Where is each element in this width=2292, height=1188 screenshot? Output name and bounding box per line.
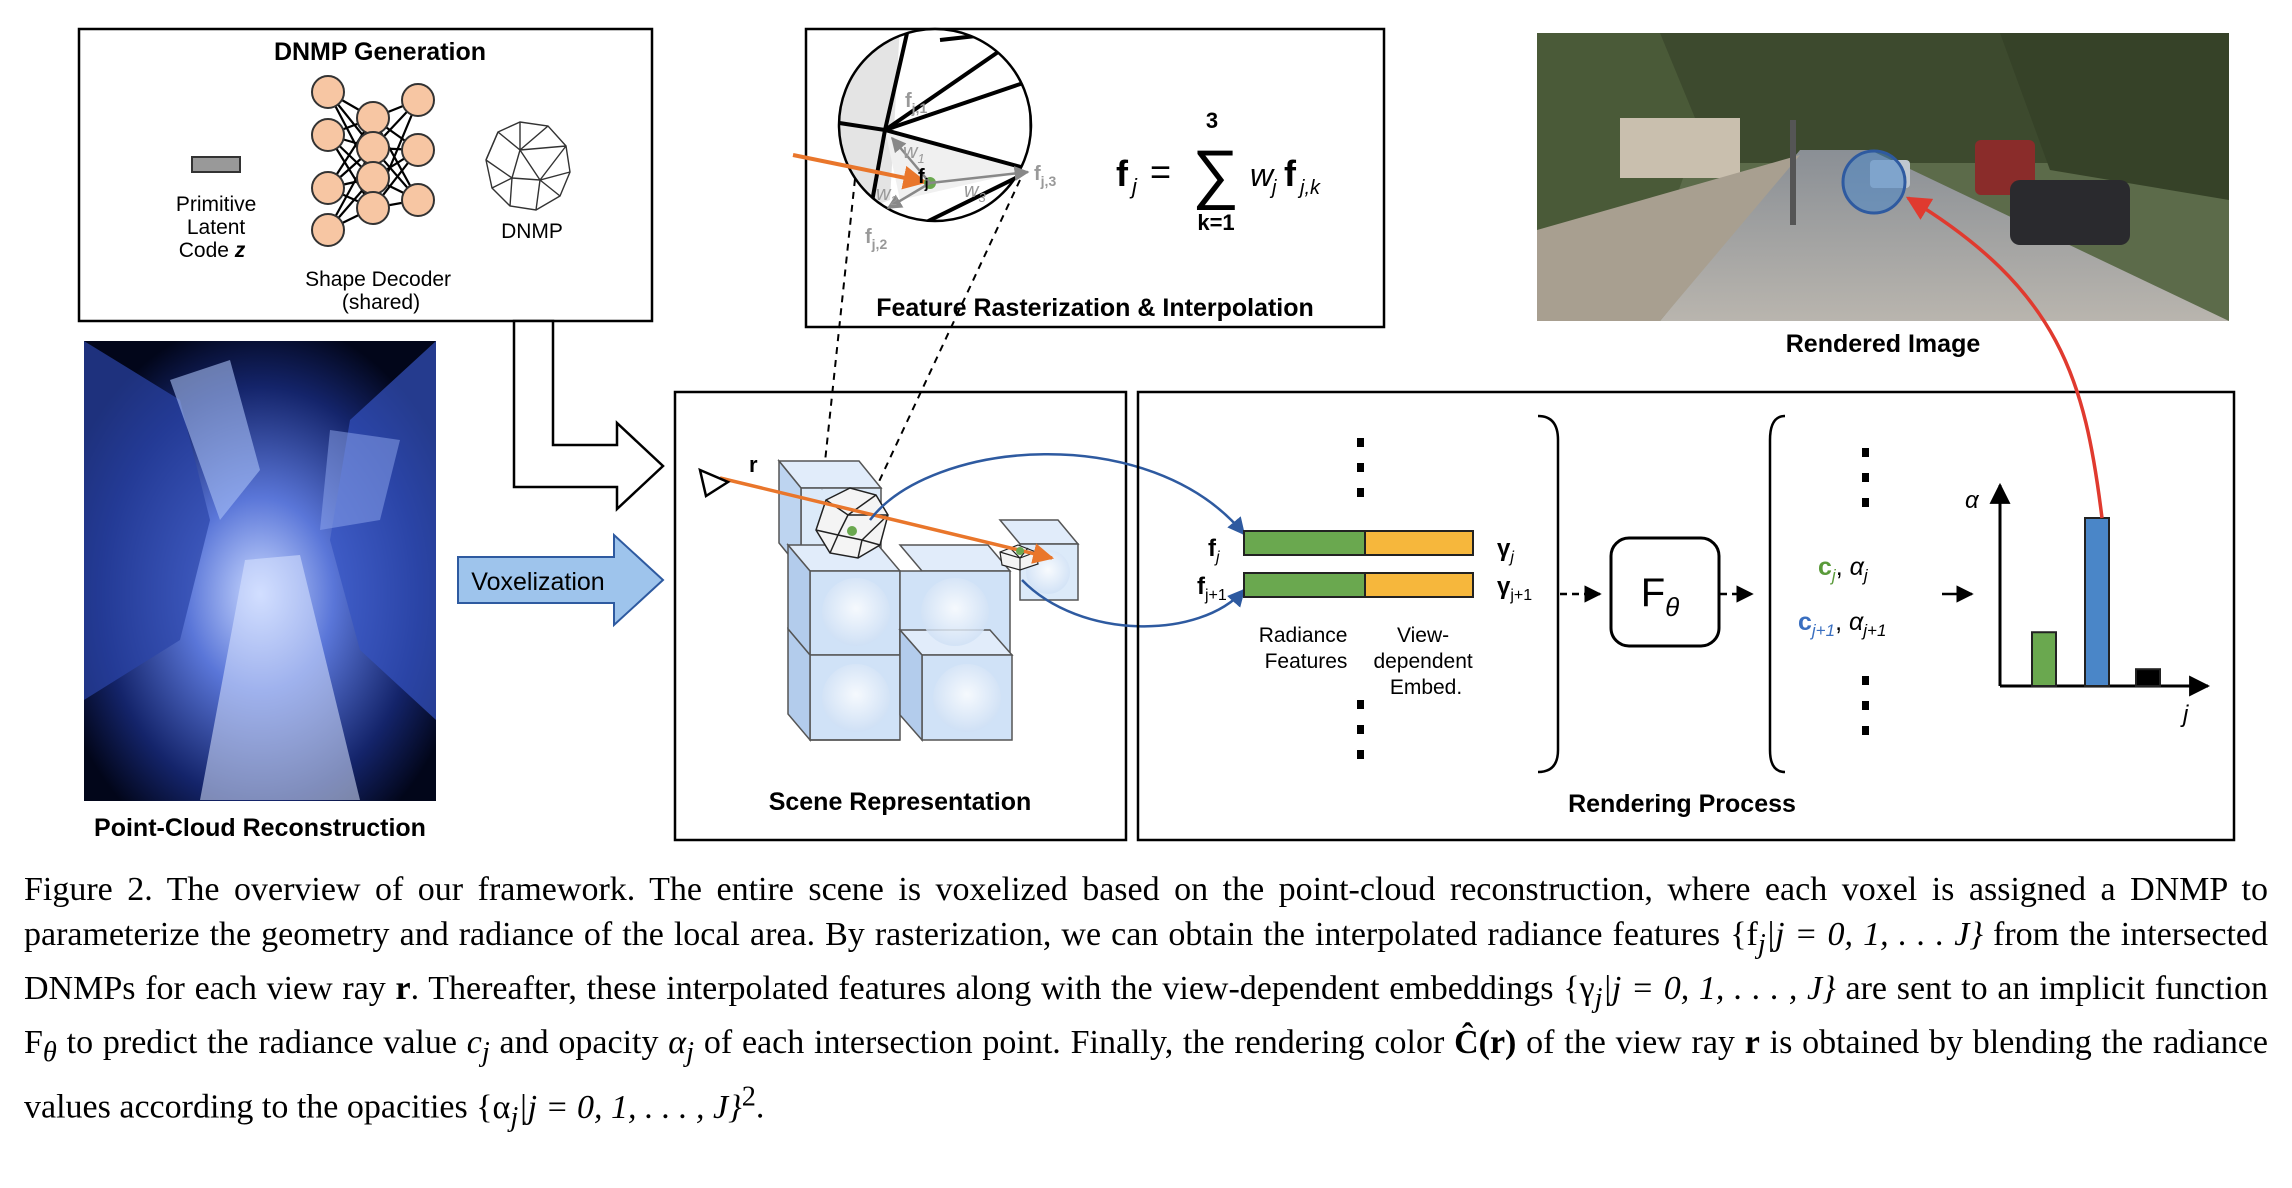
point-cloud-title: Point-Cloud Reconstruction [94, 814, 426, 842]
rendering-process-title: Rendering Process [1568, 790, 1796, 818]
center-f-j: fj [918, 166, 929, 191]
caption-text-5: to predict the radiance value [56, 1024, 467, 1062]
svg-text:w: w [1250, 157, 1275, 193]
feature-row-j: fj γj [1208, 530, 1514, 566]
shape-decoder-label: Shape Decoder (shared) [305, 268, 457, 314]
output-j: cj, αj [1818, 553, 1869, 585]
caption-text-10: . [755, 1088, 765, 1126]
caption-text-6: and opacity [489, 1024, 669, 1062]
svg-text:f: f [1284, 153, 1297, 194]
opacity-chart: α j [1965, 482, 2211, 728]
rendered-image-panel: Rendered Image [1537, 33, 2229, 358]
vertex-f-j1: fj,1 [905, 90, 927, 116]
figure-caption: Figure 2. The overview of our framework.… [24, 868, 2268, 1140]
shape-decoder-network [311, 75, 435, 247]
caption-math-1: {fj|j = 0, 1, . . . J} [1730, 915, 1983, 960]
rasterization-title: Feature Rasterization & Interpolation [876, 294, 1314, 322]
svg-text:j: j [1269, 177, 1277, 199]
voxel-grid [777, 458, 1080, 743]
left-bracket [1768, 414, 1786, 774]
zoom-guide-lines [821, 178, 1021, 491]
radiance-features-label: Radiance Features [1259, 624, 1354, 673]
view-dependent-embed-label: View- dependent Embed. [1373, 624, 1478, 699]
right-bracket [1537, 414, 1560, 774]
caption-math-2: r [395, 969, 411, 1007]
svg-text:k=1: k=1 [1197, 210, 1234, 235]
svg-text:3: 3 [1206, 108, 1218, 133]
dnmp-generation-title: DNMP Generation [274, 38, 486, 66]
caption-text-2: from the intersected DNMPs for each view… [24, 915, 2268, 1007]
output-j1: cj+1, αj+1 [1798, 608, 1886, 640]
weight-w1: w1 [903, 141, 925, 166]
vertex-f-j2: fj,2 [865, 226, 887, 252]
caption-text-3: . Thereafter, these interpolated feature… [410, 969, 1564, 1007]
magnified-triangle-view [839, 29, 1031, 221]
ellipsis-dots-outputs-bottom [1862, 676, 1869, 735]
caption-math-5: cj [466, 1024, 490, 1068]
caption-text-4: are sent to an implicit function [1835, 969, 2268, 1007]
svg-text:fj+1: fj+1 [1197, 573, 1227, 604]
ray-through-magnifier [792, 153, 928, 190]
caption-text-8: of the view ray [1516, 1024, 1745, 1062]
highlighted-pixel-circle [1841, 149, 1907, 215]
dnmp-generation-panel: DNMP Generation Primitive Latent Code z … [77, 27, 654, 323]
rasterization-panel: fj,1 fj,2 fj,3 w1 w2 w3 fj f j = ∑ 3 k=1… [792, 27, 1386, 329]
caption-text-7: of each intersection point. Finally, the… [694, 1024, 1455, 1062]
svg-text:γj+1: γj+1 [1497, 573, 1532, 604]
dnmp-flow-arrow [512, 319, 665, 512]
weight-w3: w3 [964, 180, 986, 205]
implicit-function-box [1609, 536, 1721, 648]
svg-text:f: f [1116, 153, 1129, 194]
svg-text:=: = [1150, 151, 1171, 192]
rendering-process-panel: fj γj fj+1 γj+1 Radiance Features View- … [1136, 390, 2236, 842]
caption-math-9: {αj|j = 0, 1, . . . , J}2 [476, 1081, 756, 1133]
svg-text:fj: fj [1208, 535, 1220, 566]
interpolation-formula: f j = ∑ 3 k=1 w j f j,k [1116, 108, 1321, 235]
scene-representation-title: Scene Representation [769, 788, 1032, 816]
dnmp-label: DNMP [501, 220, 563, 243]
feature-arrow-j [869, 453, 1246, 536]
svg-text:γj: γj [1497, 535, 1514, 566]
opacity-bar-1 [2084, 517, 2110, 687]
camera-icon [698, 467, 731, 499]
opacity-bar-2 [2135, 668, 2161, 688]
view-ray [719, 476, 1055, 564]
svg-text:∑: ∑ [1192, 136, 1239, 210]
caption-math-3: {γj|j = 0, 1, . . . , J} [1563, 969, 1836, 1014]
caption-text-1: Figure 2. The overview of our framework.… [24, 871, 2268, 953]
voxelization-label: Voxelization [471, 568, 604, 596]
ellipsis-dots-outputs-top [1862, 448, 1869, 507]
composite-arrow [1905, 196, 2104, 519]
vertex-f-j3: fj,3 [1034, 163, 1056, 189]
caption-text-9: is obtained by blending the radiance val… [24, 1024, 2269, 1126]
caption-math-7: Ĉ(r) [1454, 1024, 1517, 1062]
weight-w2: w2 [876, 183, 898, 208]
opacity-bar-0 [2031, 631, 2057, 687]
implicit-function-label: Fθ [1641, 571, 1680, 622]
caption-math-4: Fθ [24, 1024, 57, 1068]
voxelization-arrow: Voxelization [457, 532, 665, 628]
rendered-image-title: Rendered Image [1786, 330, 1981, 358]
latent-code-bar [191, 156, 241, 173]
caption-math-8: r [1744, 1024, 1760, 1062]
feature-row-j1: fj+1 γj+1 [1197, 572, 1532, 604]
chart-x-label: j [2180, 701, 2189, 728]
ellipsis-dots-features-bottom [1357, 700, 1364, 759]
point-cloud-panel: Point-Cloud Reconstruction [84, 341, 436, 842]
caption-math-6: αj [668, 1024, 695, 1068]
dnmp-mesh-icon [485, 121, 571, 211]
ellipsis-dots-features-top [1357, 438, 1364, 497]
chart-y-label: α [1965, 487, 1980, 514]
svg-text:j: j [1129, 174, 1138, 199]
framework-figure: DNMP Generation Primitive Latent Code z … [77, 27, 2236, 842]
ray-label: r [749, 452, 758, 477]
svg-text:j,k: j,k [1297, 177, 1321, 199]
scene-representation-panel: r Scene Representation [673, 390, 1128, 842]
latent-code-label: Primitive Latent Code z [176, 193, 262, 262]
